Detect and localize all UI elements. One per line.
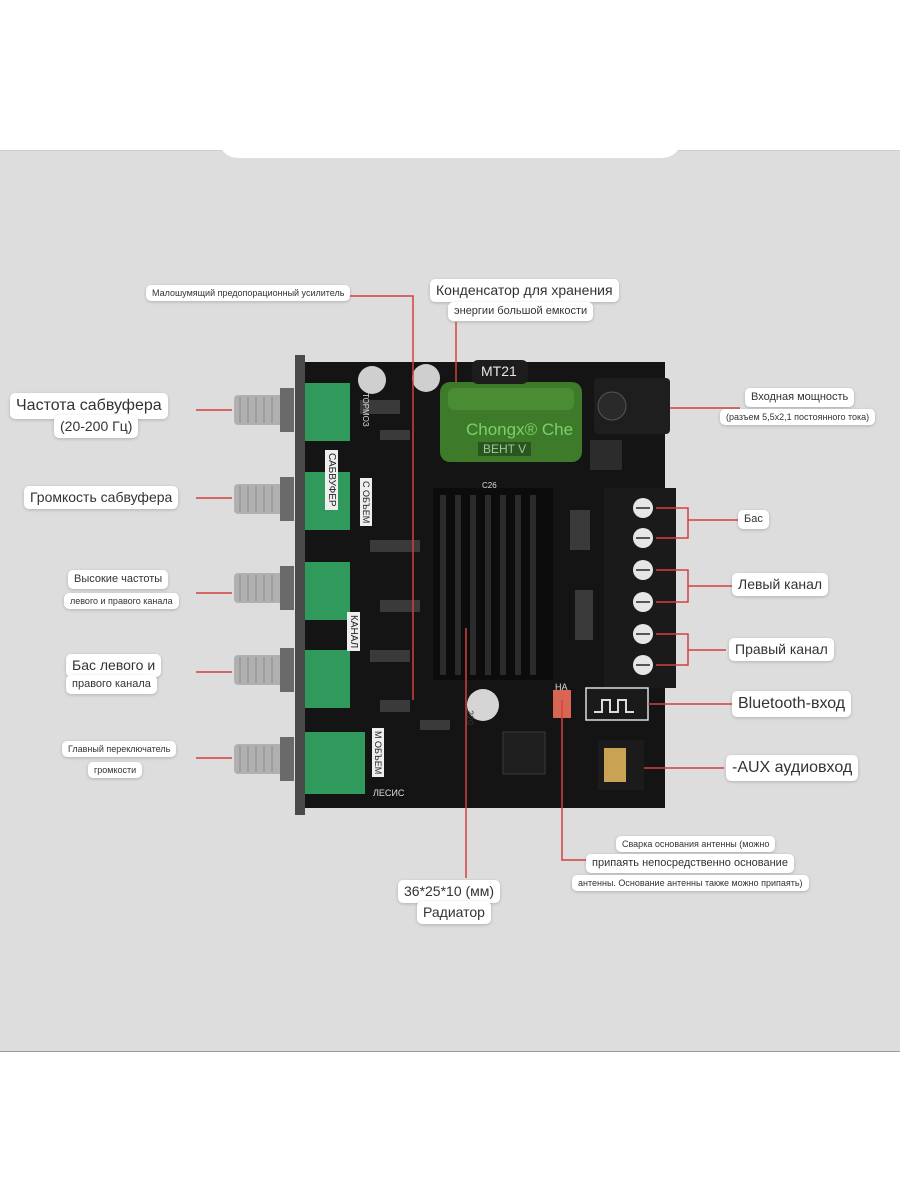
label-capacitor-line2: энергии большой емкости [448, 302, 594, 321]
silk-channel: КАНАЛ [347, 612, 360, 652]
label-bass-line1: Бас левого и [66, 654, 162, 677]
silk-220: 220 [465, 710, 475, 726]
label-master-line1: Главный переключатель [62, 741, 177, 758]
capacitor-tag: MT21 [481, 363, 517, 379]
dc-jack [590, 378, 670, 470]
aux-jack [598, 740, 644, 790]
heatsink [433, 488, 553, 680]
label-antenna-line3: антенны. Основание антенны также можно п… [572, 875, 809, 892]
label-sub-freq-line1: Частота сабвуфера [10, 393, 168, 419]
label-bass-line2: правого канала [66, 675, 157, 694]
silk-c26: C26 [482, 481, 497, 490]
silk-subwoofer: САБВУФЕР [325, 450, 338, 510]
pot-4 [234, 648, 350, 708]
label-treble-line1: Высокие частоты [68, 570, 169, 589]
label-master-line2: громкости [88, 762, 143, 779]
pot-3 [234, 562, 350, 620]
pointer-lines [196, 295, 740, 878]
capacitor-sub: BEHT V [478, 442, 532, 456]
label-capacitor-line1: Конденсатор для хранения [430, 279, 619, 302]
silk-surround: С ОБЪЕМ [360, 478, 372, 527]
capacitor-brand: Chongx® Che [466, 420, 574, 439]
label-input-power-line1: Входная мощность [745, 388, 855, 407]
small-capacitors [358, 364, 499, 721]
silk-master: М ОБЪЕМ [372, 728, 384, 778]
label-treble-line2: левого и правого канала [64, 593, 179, 610]
silk-treble-sub: ТОРМОЗ [361, 393, 370, 427]
silk-bass: ЛЕСИС [373, 788, 405, 798]
chip [502, 731, 546, 775]
label-radiator-line2: Радиатор [417, 901, 491, 924]
label-sub-volume: Громкость сабвуфера [24, 486, 179, 509]
terminal-block [604, 488, 676, 688]
label-sub-freq-line2: (20-200 Гц) [54, 415, 139, 438]
label-antenna-line2: припаять непосредственно основание [586, 854, 794, 873]
label-left-channel: Левый канал [732, 573, 829, 596]
label-preamp: Малошумящий предопорационный усилитель [146, 285, 351, 302]
label-bass-out: Бас [738, 510, 769, 529]
bluetooth-module [585, 687, 649, 721]
label-bluetooth: Bluetooth-вход [732, 691, 852, 717]
label-radiator-line1: 36*25*10 (мм) [398, 880, 501, 903]
label-input-power-line2: (разъем 5,5x2,1 постоянного тока) [720, 409, 876, 426]
label-aux: -AUX аудиовход [726, 755, 859, 781]
label-right-channel: Правый канал [729, 638, 834, 661]
silk-ha: HA [555, 682, 568, 692]
label-antenna-line1: Сварка основания антенны (можно [616, 836, 776, 853]
top-pill-decoration [218, 138, 682, 158]
pot-1 [234, 383, 350, 441]
big-capacitor [440, 360, 582, 462]
